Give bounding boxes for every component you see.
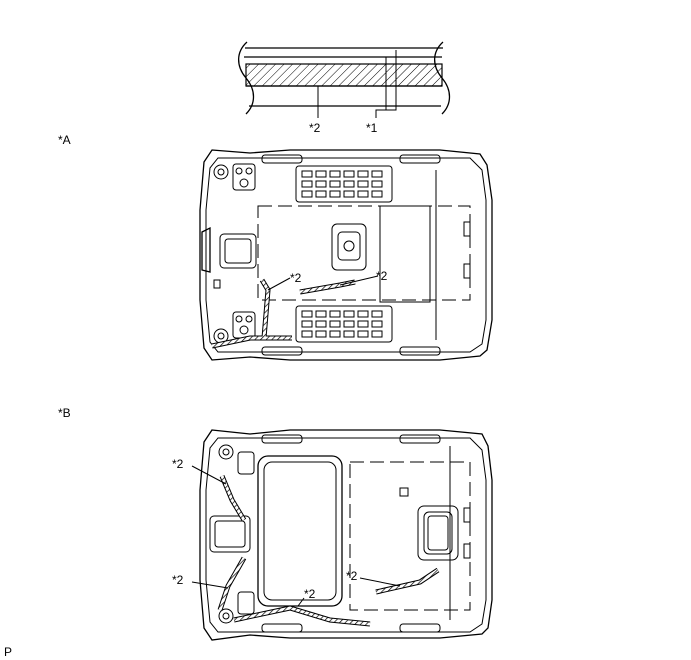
sunroof-opening xyxy=(257,455,343,607)
corner-mark: P xyxy=(4,645,12,659)
view-a-label: *A xyxy=(58,133,71,147)
view-a-callout-left: *2 xyxy=(290,271,302,285)
view-a-callout-right: *2 xyxy=(376,269,388,283)
view-b-callout-bottom: *2 xyxy=(304,587,316,601)
view-b-callout-top-left: *2 xyxy=(172,457,184,471)
view-a-headliner xyxy=(199,149,493,361)
tape-layer xyxy=(245,63,443,87)
view-b-callout-right: *2 xyxy=(346,569,358,583)
view-b-callout-mid-left: *2 xyxy=(172,573,184,587)
detail-callout-1: *1 xyxy=(366,121,378,135)
view-b-headliner xyxy=(191,429,493,641)
detail-callout-2: *2 xyxy=(309,121,321,135)
view-b-label: *B xyxy=(58,406,71,420)
tape-cross-section-detail xyxy=(237,41,451,118)
